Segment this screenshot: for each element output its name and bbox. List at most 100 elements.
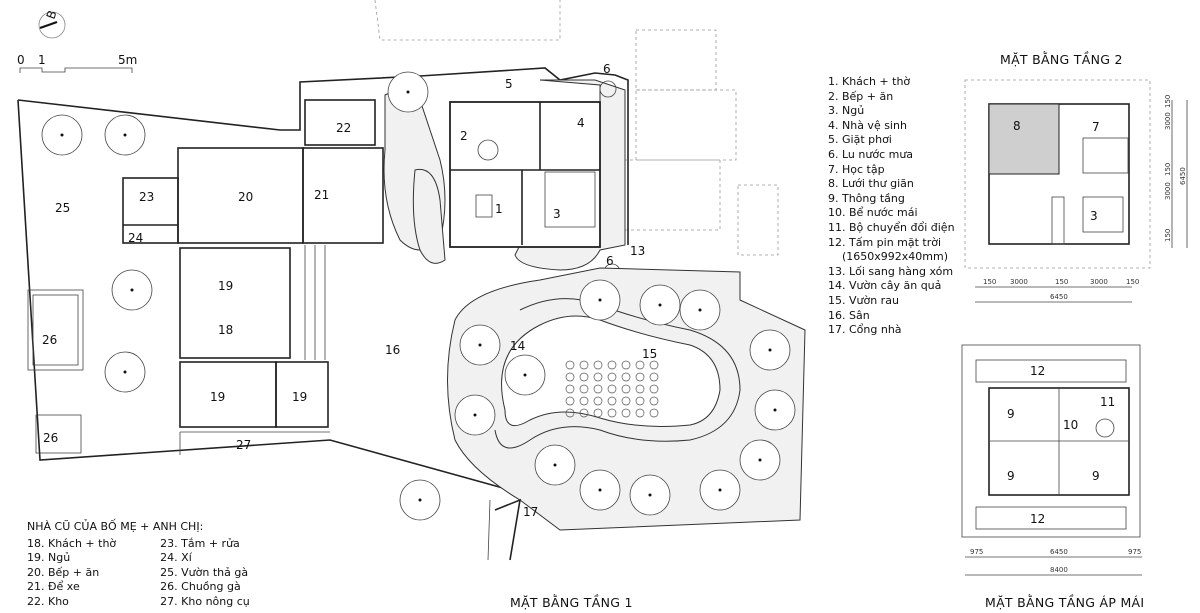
- room-label: 13: [630, 244, 645, 258]
- dim-label: 3000: [1090, 278, 1108, 286]
- dim-label: 3000: [1010, 278, 1028, 286]
- legend-item: 17. Cổng nhà: [828, 323, 902, 337]
- room-label: 23: [139, 190, 154, 204]
- scale-bar: 0 1 5m: [17, 53, 137, 73]
- tree-center: [478, 343, 482, 347]
- vegetable-icon: [607, 384, 617, 394]
- legend-item: 2. Bếp + ăn: [828, 89, 894, 103]
- room-label: 19: [292, 390, 307, 404]
- vegetable-icon: [565, 360, 575, 370]
- vegetable-icon: [649, 396, 659, 406]
- legend-old-heading: NHÀ CŨ CỦA BỐ MẸ + ANH CHỊ:: [27, 520, 204, 533]
- legend-item: 15. Vườn rau: [828, 293, 899, 307]
- legend-item: 1. Khách + thờ: [828, 75, 911, 88]
- floor2-title: MẶT BẰNG TẦNG 2: [1000, 52, 1123, 67]
- room-label: 1: [495, 202, 503, 216]
- room-label: 15: [642, 347, 657, 361]
- tree-center: [473, 413, 477, 417]
- room-label: 25: [55, 201, 70, 215]
- roof-room-label: 11: [1100, 395, 1115, 409]
- dim-label: 975: [970, 548, 983, 556]
- legend-item: 8. Lưới thư giãn: [828, 177, 914, 191]
- tree-center: [718, 488, 722, 492]
- roof-room-label: 12: [1030, 512, 1045, 526]
- vegetable-icon: [635, 396, 645, 406]
- vegetable-icon: [635, 408, 645, 418]
- room-label: 22: [336, 121, 351, 135]
- room-label: 16: [385, 343, 400, 357]
- room-label: 24: [128, 231, 143, 245]
- vegetable-icon: [565, 384, 575, 394]
- floor2-room-label: 7: [1092, 120, 1100, 134]
- room-label: 26: [43, 431, 58, 445]
- dim-label: 150: [1164, 163, 1172, 176]
- roof-room-label: 9: [1007, 407, 1015, 421]
- vegetable-icon: [593, 396, 603, 406]
- floor2-room-label: 8: [1013, 119, 1021, 133]
- dim-label: 6450: [1050, 548, 1068, 556]
- vegetable-icon: [593, 372, 603, 382]
- dim-label: 150: [983, 278, 996, 286]
- legend-item: 12. Tấm pin mặt trời: [828, 235, 942, 249]
- tree-center: [598, 298, 602, 302]
- legend-item: 5. Giặt phơi: [828, 133, 892, 147]
- legend-item: 3. Ngủ: [828, 104, 865, 118]
- trees: [41, 71, 796, 521]
- tree-center: [598, 488, 602, 492]
- north-arrow-icon: B: [38, 8, 66, 39]
- dim-label: 975: [1128, 548, 1141, 556]
- tree-center: [123, 370, 127, 374]
- vegetable-icon: [635, 360, 645, 370]
- legend-item: 20. Bếp + ăn: [27, 565, 100, 579]
- legend-item: 24. Xí: [160, 551, 192, 565]
- garden-area: [447, 267, 806, 561]
- vegetable-icon: [579, 372, 589, 382]
- legend-item: 11. Bộ chuyển đổi điện: [828, 220, 955, 234]
- legend-item: (1650x992x40mm): [828, 250, 949, 264]
- legend-item: 7. Học tập: [828, 162, 885, 176]
- legend-item: 14. Vườn cây ăn quả: [828, 279, 942, 293]
- vegetable-icon: [565, 408, 575, 418]
- legend-item: 13. Lối sang hàng xóm: [828, 264, 954, 278]
- room-label: 4: [577, 116, 585, 130]
- vegetable-icon: [593, 360, 603, 370]
- legend-item: 26. Chuồng gà: [160, 580, 241, 594]
- vegetable-icon: [649, 408, 659, 418]
- floor1-title: MẶT BẰNG TẦNG 1: [510, 595, 633, 610]
- tree-center: [698, 308, 702, 312]
- vegetable-icon: [621, 372, 631, 382]
- vegetable-icon: [635, 372, 645, 382]
- dim-label: 150: [1126, 278, 1139, 286]
- tree-center: [60, 133, 64, 137]
- tree-center: [648, 493, 652, 497]
- vegetable-icon: [635, 384, 645, 394]
- dim-label: 3000: [1164, 182, 1172, 200]
- legend-item: 18. Khách + thờ: [27, 536, 117, 550]
- tree-center: [553, 463, 557, 467]
- vegetable-icon: [607, 360, 617, 370]
- scale-zero: 0: [17, 53, 25, 67]
- legend-item: 23. Tắm + rửa: [160, 536, 240, 550]
- scale-five: 5m: [118, 53, 137, 67]
- tree-center: [123, 133, 127, 137]
- floor2-plan: [964, 79, 1188, 303]
- dim-total: 8400: [1050, 566, 1068, 574]
- new-house-floor1: [383, 79, 626, 281]
- room-label: 2: [460, 129, 468, 143]
- vegetable-icon: [593, 408, 603, 418]
- legend-item: 9. Thông tầng: [828, 191, 905, 205]
- roof-plan: [961, 344, 1142, 576]
- dim-label: 150: [1055, 278, 1068, 286]
- roof-room-label: 12: [1030, 364, 1045, 378]
- roof-room-label: 9: [1007, 469, 1015, 483]
- legend-item: 22. Kho: [27, 594, 69, 608]
- room-label: 27: [236, 438, 251, 452]
- north-label: B: [44, 8, 60, 21]
- vegetable-icon: [593, 384, 603, 394]
- legend-item: 6. Lu nước mưa: [828, 147, 914, 161]
